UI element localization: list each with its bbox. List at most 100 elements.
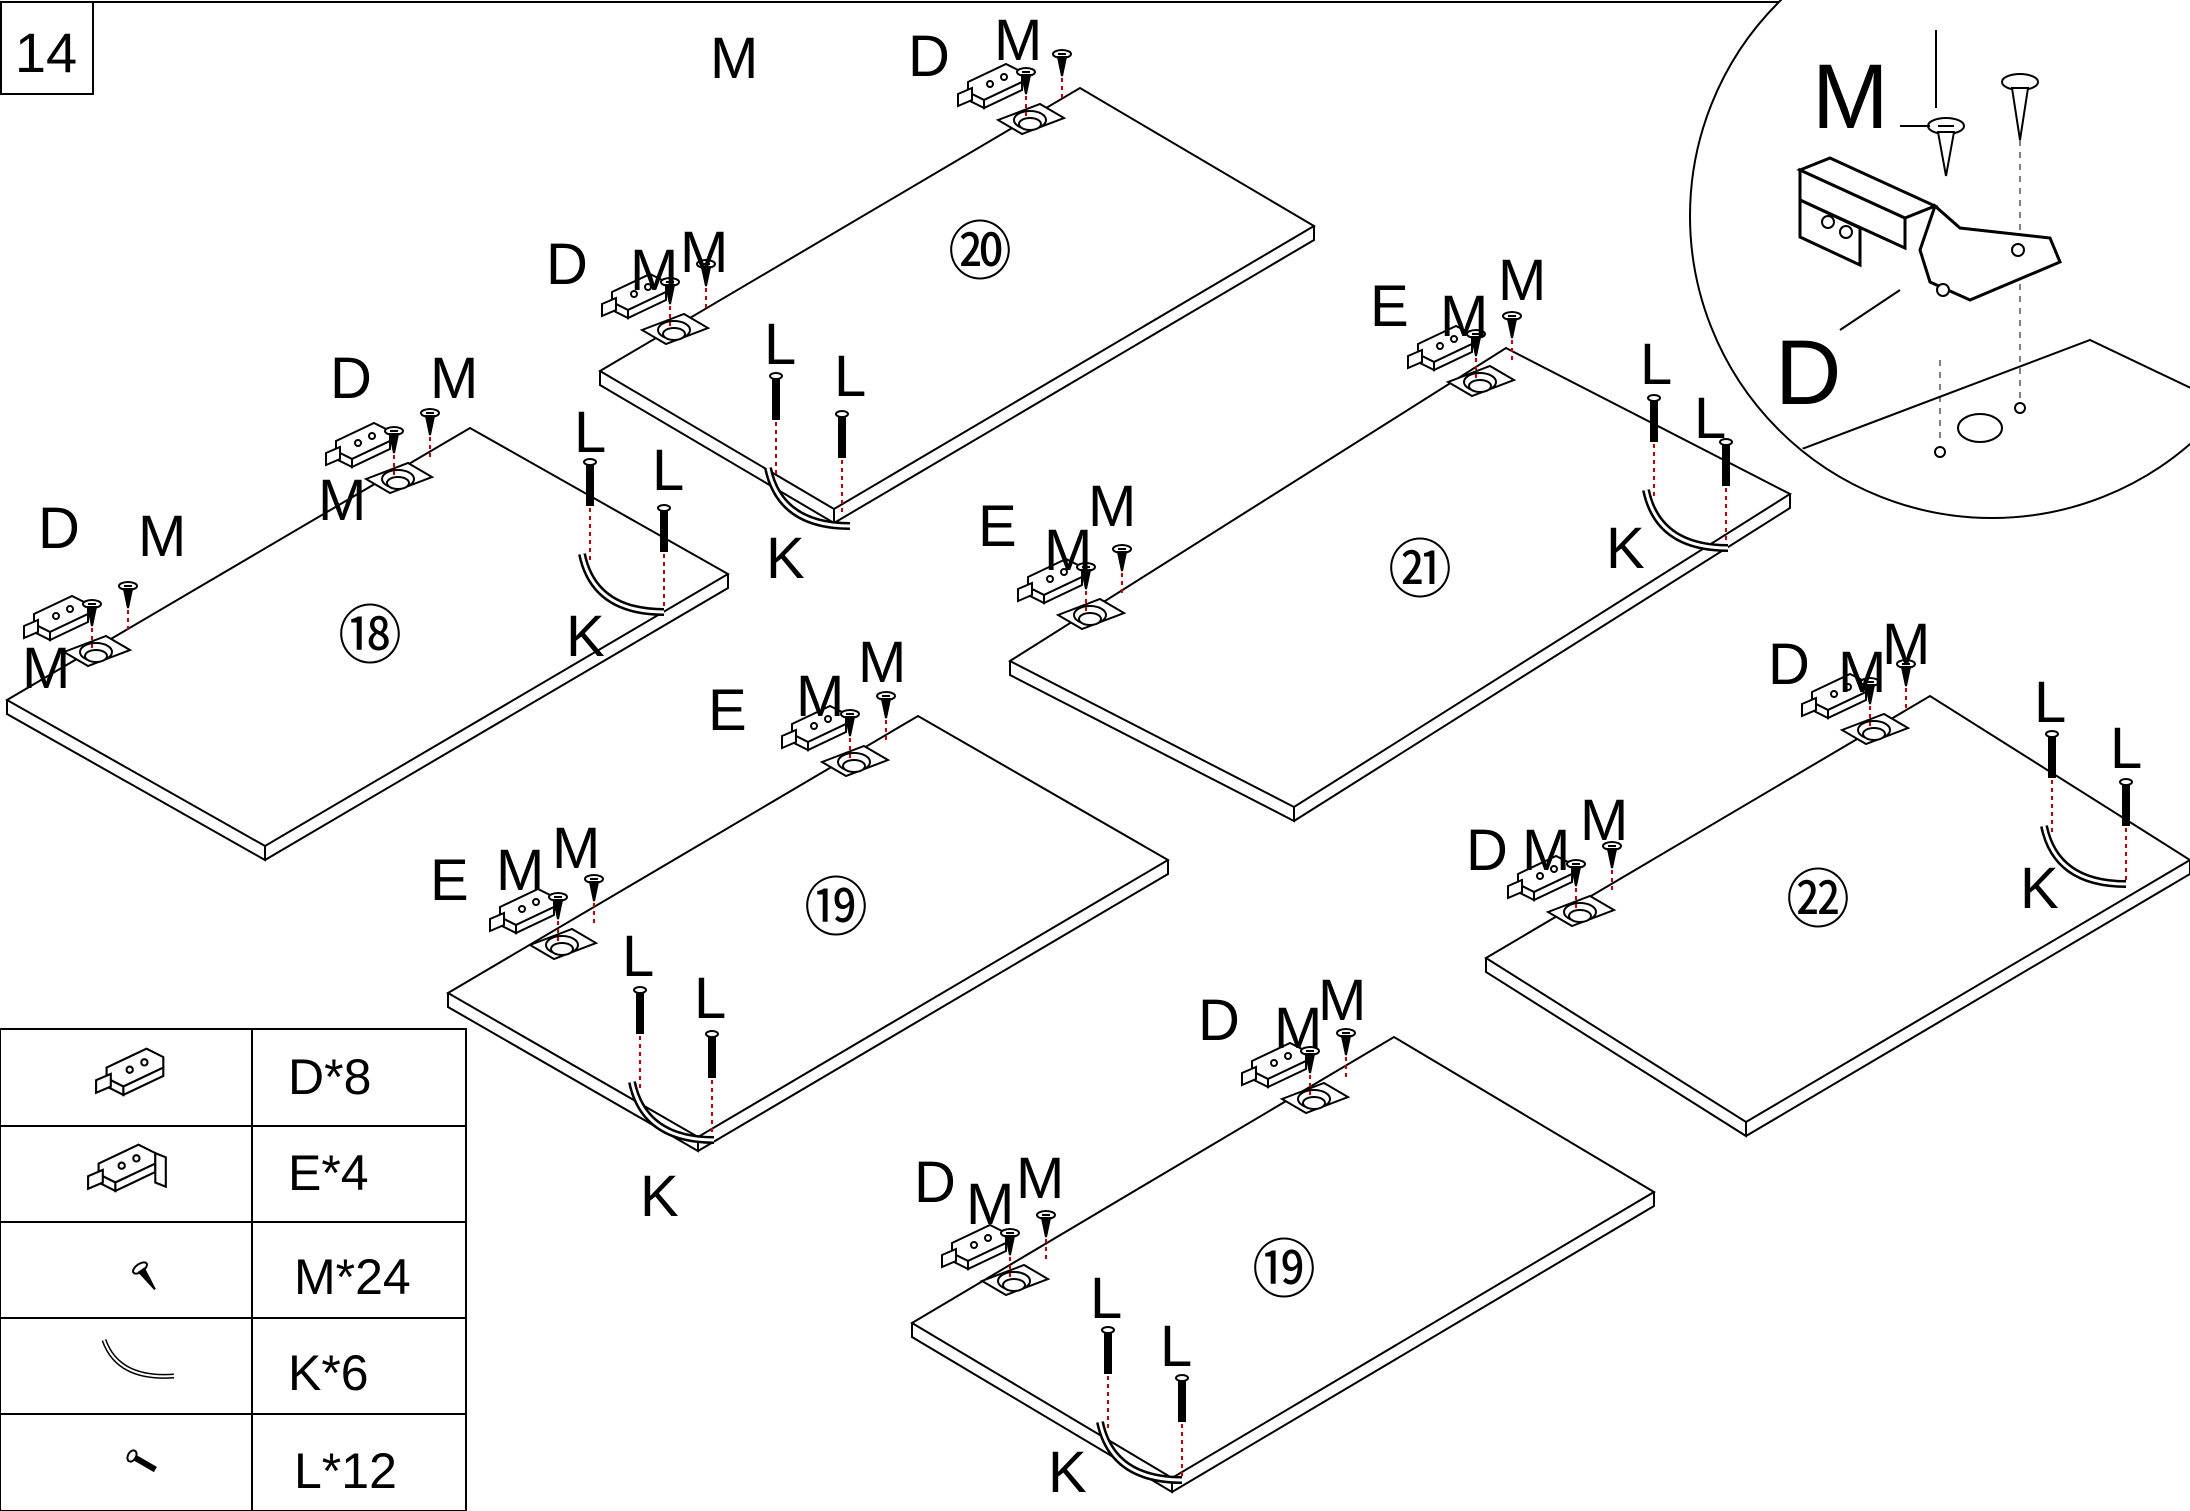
panel-number: ⑳ [948,216,1012,288]
panel-face [598,86,1316,511]
detail-hinge-icon [1796,156,2062,302]
panel-number: ⑱ [338,600,402,672]
part-label-screw-b-side: M [966,1172,1014,1237]
detail-view [1719,30,2190,481]
part-label-screw-b-top: M [680,220,728,285]
part-label-screw-b-top: M [1580,788,1628,853]
panel-edge [697,860,1169,1152]
detail-hinge-label: D [1775,322,1841,424]
part-label-bolt2: L [834,344,866,409]
part-label-screw-a-top: M [430,346,478,411]
part-label-screw-a-side: M [710,26,758,91]
part-label-screw-a-top: M [994,8,1042,73]
part-label-hinge-b: D [38,496,80,561]
part-label-screw-a-top: M [1882,612,1930,677]
parts-label-k: K*6 [288,1345,369,1401]
part-label-hinge-a: D [546,232,588,297]
part-label-bolt2: L [652,438,684,503]
part-label-bolt1: L [1090,1266,1122,1331]
part-label-screw-b-top: M [1016,1146,1064,1211]
bolt-l-icon [126,1449,157,1473]
step-number: 14 [15,21,77,84]
handle-k-icon [101,1339,175,1379]
panel-edge [1293,494,1791,822]
part-label-screw-b-side: M [630,238,678,303]
part-label-screw-b-top: M [552,816,600,881]
part-label-handle: K [1048,1440,1087,1505]
part-label-hinge-a: D [1768,632,1810,697]
part-label-handle: K [1606,516,1645,581]
part-label-bolt1: L [1640,332,1672,397]
panel-edge [447,993,699,1153]
part-label-handle: K [2020,856,2059,921]
part-label-hinge-a: D [330,346,372,411]
hinge-e-icon [87,1143,167,1192]
part-label-hinge-b: E [1370,274,1409,339]
part-label-handle: K [640,1164,679,1229]
panel-edge [1009,661,1295,823]
panel-face [1484,694,2190,1124]
panel-edge [1485,958,1747,1138]
part-label-screw-a-side: M [1440,284,1488,349]
part-label-screw-b-top: M [1088,474,1136,539]
panel-edge [264,574,729,861]
part-label-screw-b-side: M [1044,518,1092,583]
parts-label-d: D*8 [288,1049,371,1105]
panel-edge [1171,1192,1655,1493]
part-label-handle: K [566,604,605,669]
part-label-bolt1: L [2034,670,2066,735]
part-label-screw-a-top: M [858,630,906,695]
screw-m-icon [132,1261,156,1290]
part-label-screw-b-side: M [22,636,70,701]
part-label-screw-a-side: M [1274,996,1322,1061]
detail-callout: M D [1689,0,2190,519]
part-label-bolt1: L [574,400,606,465]
panel-number: ⑲ [804,872,868,944]
part-label-hinge-a: D [1198,988,1240,1053]
hinge-icon [23,595,89,641]
part-label-screw-b-top: M [138,504,186,569]
panel-edge [1745,860,2190,1137]
screw-m-icon [1052,49,1072,101]
part-label-screw-b-side: M [1522,818,1570,883]
panel-edge [6,700,266,862]
part-label-hinge-a: E [430,848,469,913]
part-label-hinge-b: E [708,678,747,743]
part-label-hinge-b: D [914,1150,956,1215]
part-label-bolt2: L [1694,386,1726,451]
panel-edge [911,1323,1173,1494]
panel-edge [833,226,1315,524]
part-label-hinge-b: D [908,24,950,89]
hinge-icon [325,422,391,468]
part-label-screw-a-side: M [796,664,844,729]
panel-number: ㉑ [1388,534,1452,606]
parts-table: D*8 E*4 M*24 K*6 L*12 [0,1028,467,1511]
part-label-bolt1: L [622,924,654,989]
part-label-hinge-a: E [978,494,1017,559]
part-label-screw-a-side: M [1838,640,1886,705]
detail-screw-label: M [1812,46,1889,148]
part-label-bolt2: L [2110,716,2142,781]
parts-label-l: L*12 [294,1443,397,1499]
detail-screw-icon [1927,30,2039,177]
panel-number: ㉒ [1786,864,1850,936]
panel-number: ⑲ [1252,1234,1316,1306]
part-label-hinge-b: D [1466,818,1508,883]
parts-label-m: M*24 [294,1249,411,1305]
step-number-box: 14 [0,1,94,95]
parts-label-e: E*4 [288,1145,369,1201]
part-label-bolt1: L [764,312,796,377]
panel-edge [599,371,835,525]
part-label-handle: K [766,526,805,591]
part-label-screw-b-side: M [496,838,544,903]
part-label-screw-a-top: M [1318,968,1366,1033]
part-label-screw-a-side: M [318,468,366,533]
